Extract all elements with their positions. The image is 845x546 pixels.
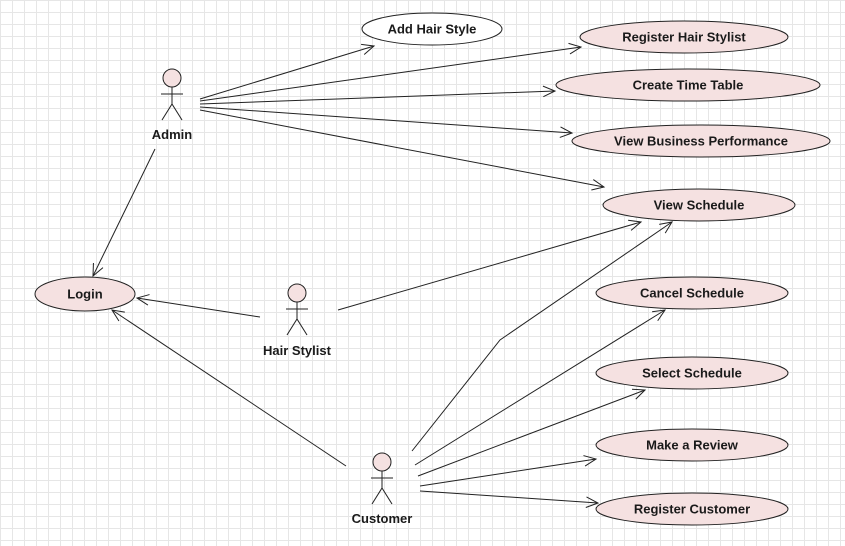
use-case-ellipse — [579, 20, 789, 54]
association-line — [111, 309, 347, 467]
use-case-label: Register Customer — [634, 502, 750, 517]
use-case-label: Cancel Schedule — [640, 286, 744, 301]
association-line — [92, 148, 156, 277]
association-line — [411, 221, 673, 452]
association-line — [337, 221, 642, 311]
actor-figure-icon — [161, 68, 183, 121]
use-case-make-a-review[interactable]: Make a Review — [595, 428, 789, 462]
use-case-label: Login — [67, 287, 102, 302]
association-line — [199, 46, 582, 102]
association-admin-to-view_business_performance — [199, 106, 574, 138]
use-case-register-customer[interactable]: Register Customer — [595, 492, 789, 526]
use-case-label: View Business Performance — [614, 134, 788, 149]
arrowhead-icon — [628, 219, 643, 231]
association-line — [199, 45, 375, 100]
use-case-ellipse — [595, 492, 789, 526]
arrowhead-icon — [583, 455, 598, 467]
association-admin-to-add_hair_style — [199, 43, 376, 100]
use-case-label: Make a Review — [646, 438, 739, 453]
actor-figure-icon — [371, 452, 393, 505]
association-admin-to-login — [92, 148, 156, 278]
use-case-ellipse — [602, 188, 796, 222]
use-case-create-time-table[interactable]: Create Time Table — [555, 68, 821, 102]
association-line — [414, 309, 666, 466]
use-case-cancel-schedule[interactable]: Cancel Schedule — [595, 276, 789, 310]
arrowhead-icon — [542, 85, 557, 98]
actor-label: Admin — [152, 127, 193, 142]
association-line — [136, 297, 261, 318]
association-hair_stylist-to-view_schedule — [337, 219, 643, 311]
use-case-label: View Schedule — [654, 198, 745, 213]
use-case-label: Add Hair Style — [388, 22, 477, 37]
arrowhead-icon — [591, 179, 606, 191]
actor-label: Customer — [352, 511, 413, 526]
arrowhead-icon — [652, 309, 667, 322]
association-customer-to-select_schedule — [417, 388, 647, 477]
association-line — [199, 106, 573, 134]
use-case-ellipse — [34, 276, 136, 312]
association-customer-to-view_schedule — [411, 221, 674, 452]
use-case-select-schedule[interactable]: Select Schedule — [595, 356, 789, 390]
actor-figure-icon — [286, 283, 308, 336]
use-case-register-hair-stylist[interactable]: Register Hair Stylist — [579, 20, 789, 54]
association-customer-to-make_a_review — [419, 455, 598, 487]
arrowhead-icon — [92, 262, 104, 278]
actor-admin[interactable]: Admin — [152, 68, 193, 142]
arrowhead-icon — [568, 42, 583, 55]
use-case-add-hair-style[interactable]: Add Hair Style — [361, 12, 503, 46]
association-customer-to-register_customer — [419, 490, 600, 508]
arrowhead-icon — [135, 294, 150, 306]
association-line — [419, 458, 597, 487]
actor-label: Hair Stylist — [263, 343, 332, 358]
use-case-view-business-performance[interactable]: View Business Performance — [571, 124, 831, 158]
arrowhead-icon — [659, 221, 674, 234]
actor-customer[interactable]: Customer — [352, 452, 413, 526]
use-case-login[interactable]: Login — [34, 276, 136, 312]
use-case-label: Select Schedule — [642, 366, 742, 381]
use-case-ellipse — [555, 68, 821, 102]
arrowhead-icon — [585, 496, 600, 508]
use-case-label: Create Time Table — [633, 78, 744, 93]
association-admin-to-create_time_table — [199, 85, 557, 105]
use-case-ellipse — [595, 276, 789, 310]
association-line — [199, 90, 556, 105]
associations-layer — [92, 42, 674, 508]
arrowhead-icon — [110, 309, 125, 322]
association-customer-to-login — [110, 309, 347, 467]
association-line — [419, 490, 599, 504]
use-case-ellipse — [595, 356, 789, 390]
use-case-ellipse — [361, 12, 503, 46]
use-case-label: Register Hair Stylist — [622, 30, 746, 45]
arrowhead-icon — [631, 388, 647, 400]
use-case-view-schedule[interactable]: View Schedule — [602, 188, 796, 222]
association-admin-to-register_hair_stylist — [199, 42, 583, 102]
actor-hair-stylist[interactable]: Hair Stylist — [263, 283, 332, 358]
arrowhead-icon — [361, 43, 376, 55]
association-customer-to-cancel_schedule — [414, 309, 667, 466]
association-line — [199, 109, 605, 188]
use-case-ellipse — [595, 428, 789, 462]
association-admin-to-view_schedule — [199, 109, 606, 191]
use-case-ellipse — [571, 124, 831, 158]
association-hair_stylist-to-login — [135, 294, 261, 318]
arrowhead-icon — [559, 126, 574, 138]
association-line — [417, 389, 646, 477]
